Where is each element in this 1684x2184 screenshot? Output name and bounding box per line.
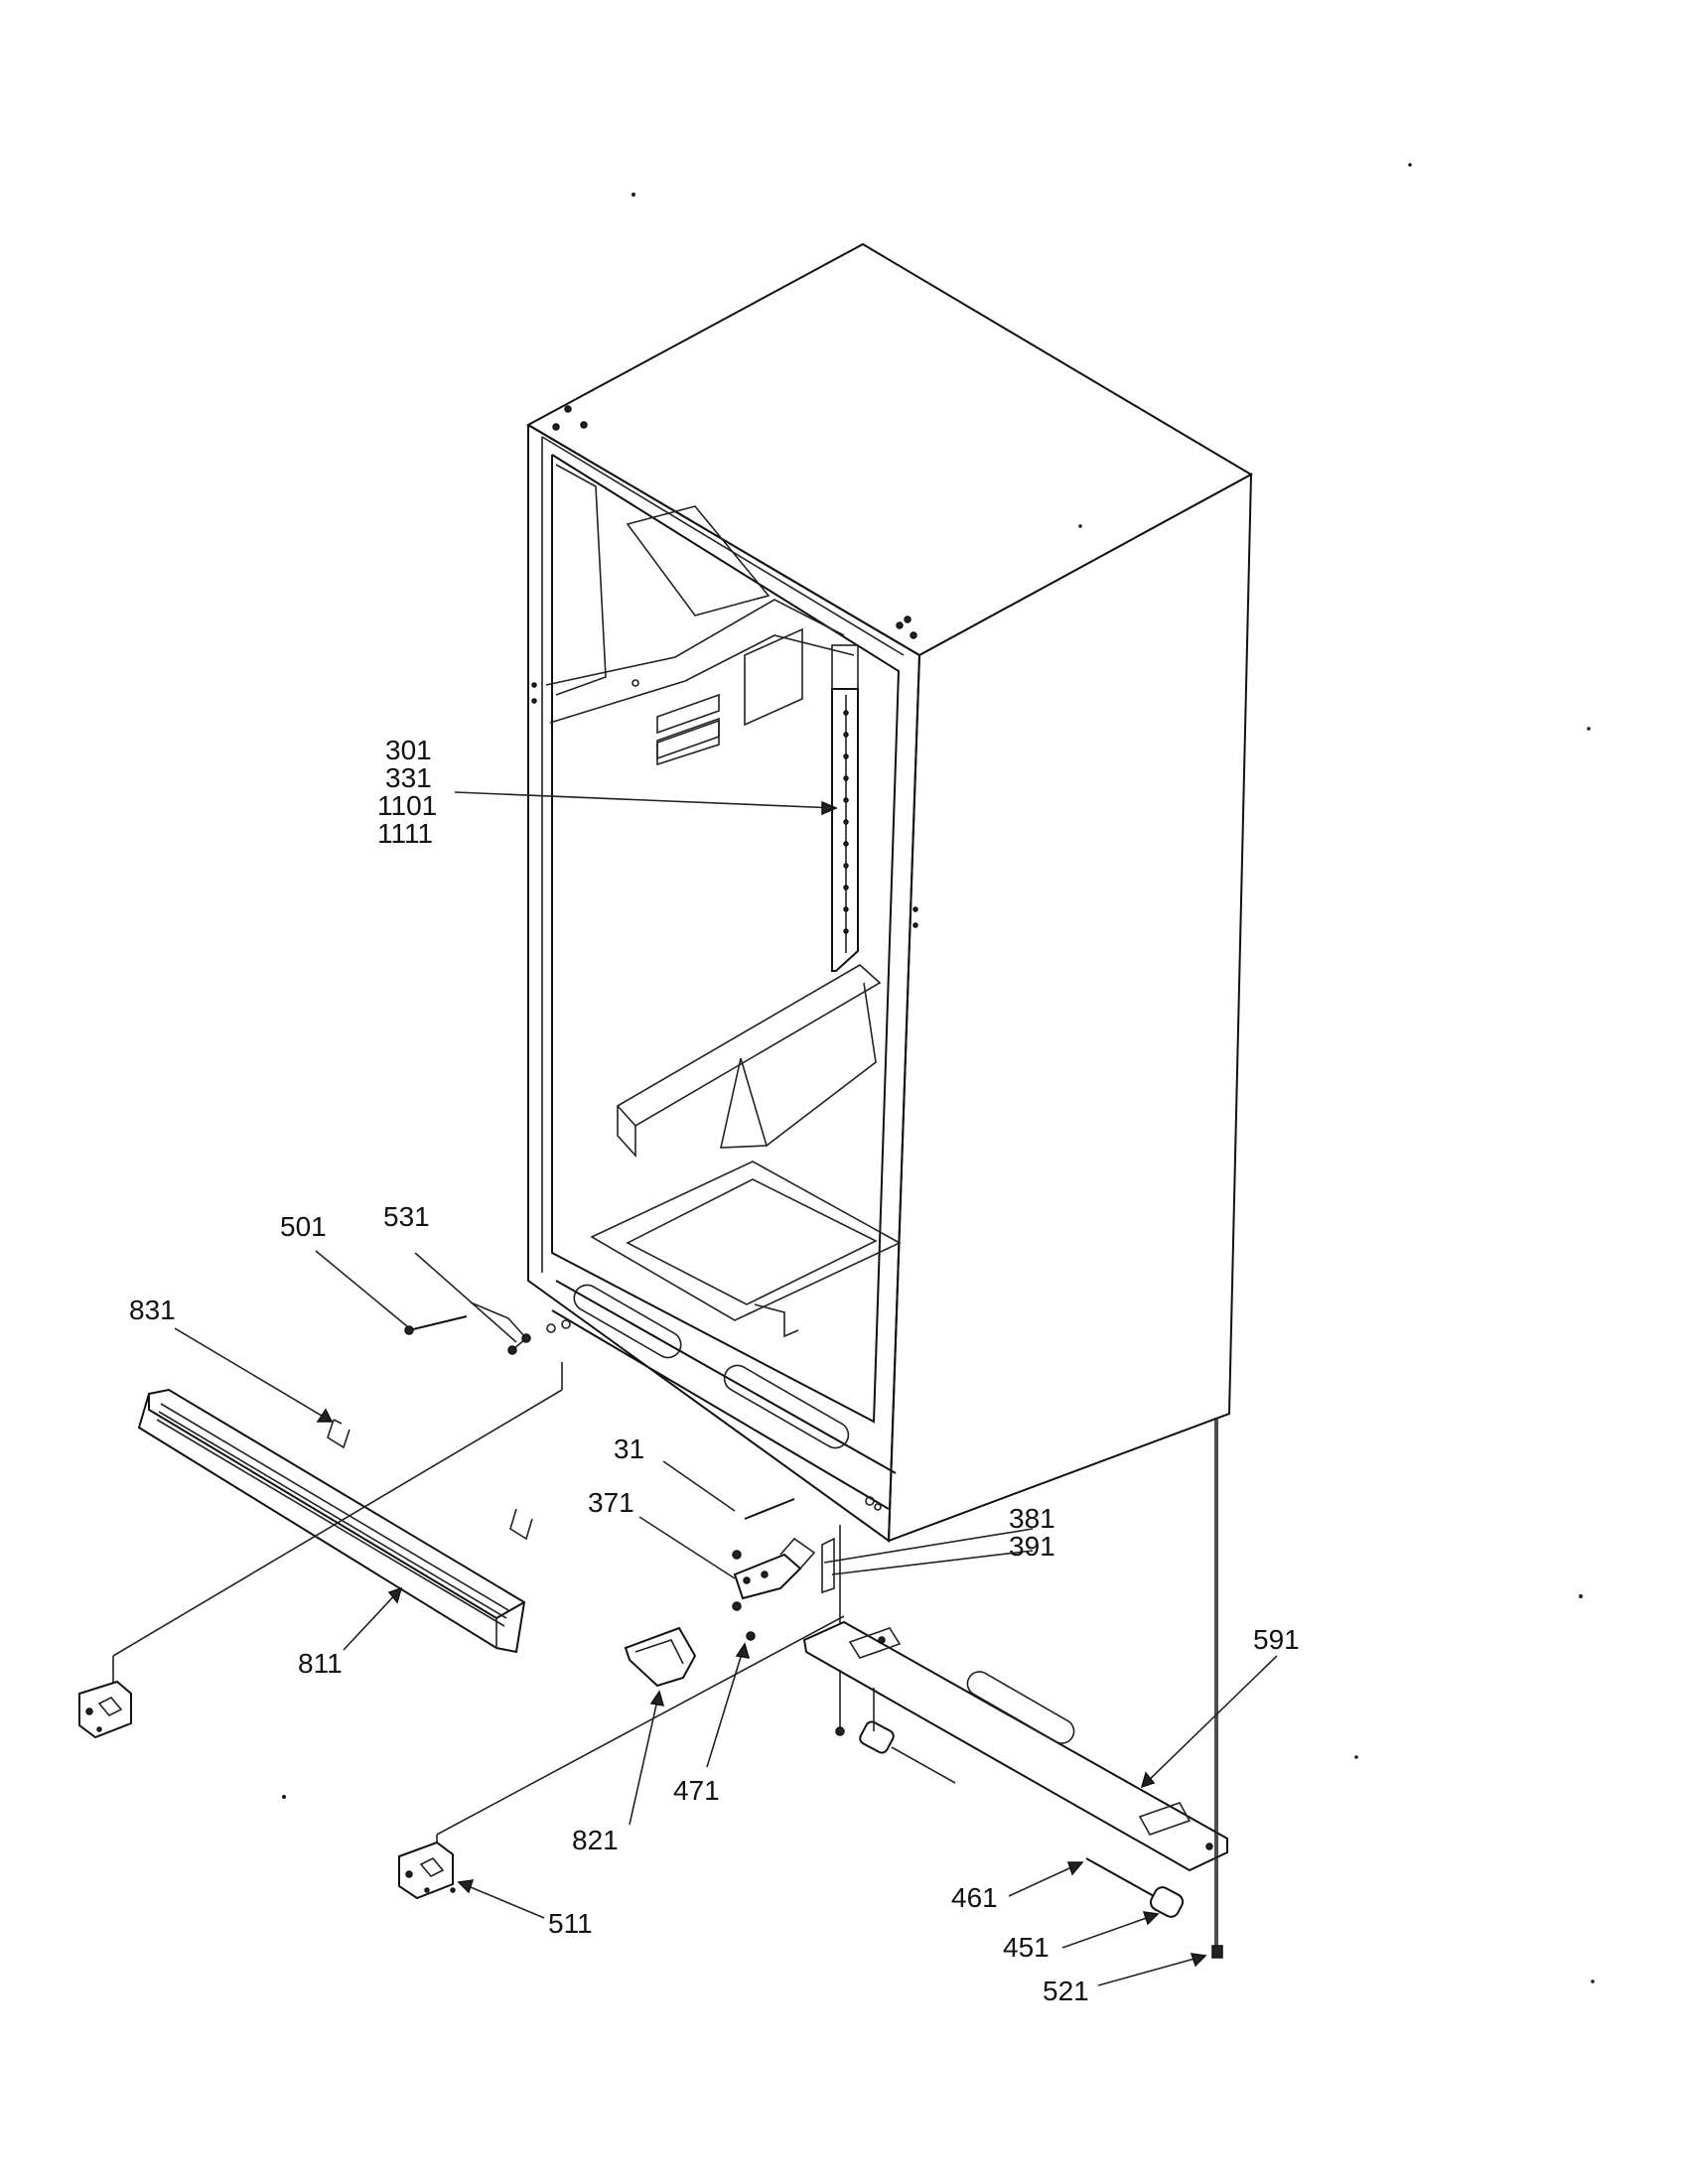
callout-831: 831 [129, 1295, 176, 1325]
bracket-531 [470, 1301, 531, 1355]
leveler-bracket-511 [398, 1835, 456, 1900]
alignment-line-left [112, 1389, 563, 1657]
rail-slots [843, 710, 849, 934]
callout-391: 391 [1009, 1531, 1055, 1562]
callout-461: 461 [951, 1882, 998, 1913]
callout-821: 821 [572, 1825, 619, 1855]
callout-301: 301 [385, 735, 432, 765]
clip-831 [327, 1419, 351, 1449]
callout-31: 31 [614, 1433, 645, 1464]
clip-831-second [509, 1508, 533, 1541]
callout-521: 521 [1043, 1976, 1089, 2006]
bottom-plate-591 [802, 1620, 1228, 1872]
cabinet [525, 242, 1254, 1543]
pin-461 [1085, 1857, 1155, 1897]
leveler-bracket-left [78, 1656, 132, 1739]
callout-1101: 1101 [377, 790, 438, 821]
callout-371: 371 [588, 1487, 634, 1518]
callout-1111: 1111 [377, 818, 434, 849]
screw-under-plate [835, 1670, 845, 1736]
door-stop-821 [624, 1626, 697, 1688]
callout-471: 471 [673, 1775, 720, 1806]
toe-grille-811 [137, 1388, 526, 1654]
leader-lines [174, 791, 1278, 1986]
roller-and-pin [859, 1688, 956, 1784]
callout-381: 381 [1009, 1503, 1055, 1534]
callout-811: 811 [298, 1648, 343, 1679]
callout-531: 531 [383, 1201, 430, 1232]
roller-451 [1149, 1886, 1185, 1918]
scan-specks [282, 163, 1595, 1983]
callout-501: 501 [280, 1211, 327, 1242]
screw-501 [404, 1315, 468, 1335]
hinge-assembly [732, 1498, 841, 1641]
callout-331: 331 [385, 762, 432, 793]
callout-511: 511 [548, 1908, 593, 1939]
callout-591: 591 [1253, 1624, 1300, 1655]
callout-451: 451 [1003, 1932, 1050, 1963]
alignment-line-center [436, 1615, 845, 1836]
shelf-ladder-rail [831, 644, 859, 972]
leveling-leg-521 [1211, 1418, 1223, 1959]
